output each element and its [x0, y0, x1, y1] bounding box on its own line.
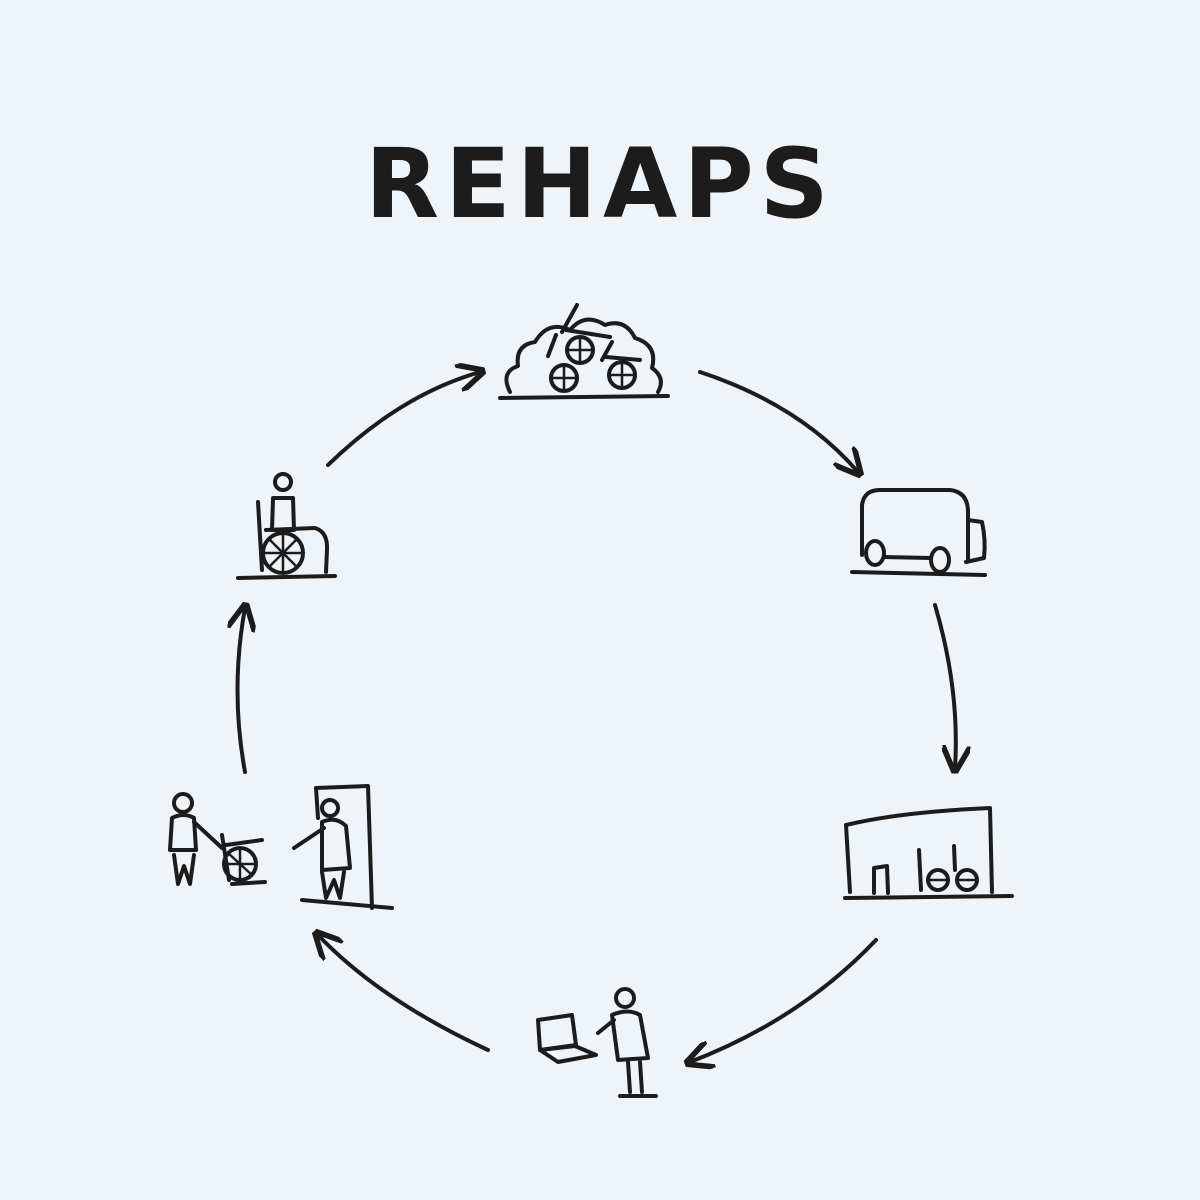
arrow-warehouse-to-laptop	[690, 938, 878, 1062]
arrow-van-to-warehouse	[933, 603, 956, 768]
wheelchair-pile-icon	[498, 303, 670, 400]
wheelchair-user-icon	[236, 472, 337, 580]
arrow-laptop-to-door	[318, 935, 490, 1052]
warehouse-icon	[843, 806, 1014, 900]
van-icon	[850, 488, 987, 577]
person-laptop-icon	[536, 987, 658, 1098]
diagram-title: REHAPS	[365, 128, 835, 240]
person-wheelchair-door-icon	[168, 784, 394, 910]
arrow-user-to-pile	[326, 372, 480, 467]
arrow-door-to-user	[238, 608, 246, 774]
arrow-pile-to-van	[698, 370, 858, 472]
